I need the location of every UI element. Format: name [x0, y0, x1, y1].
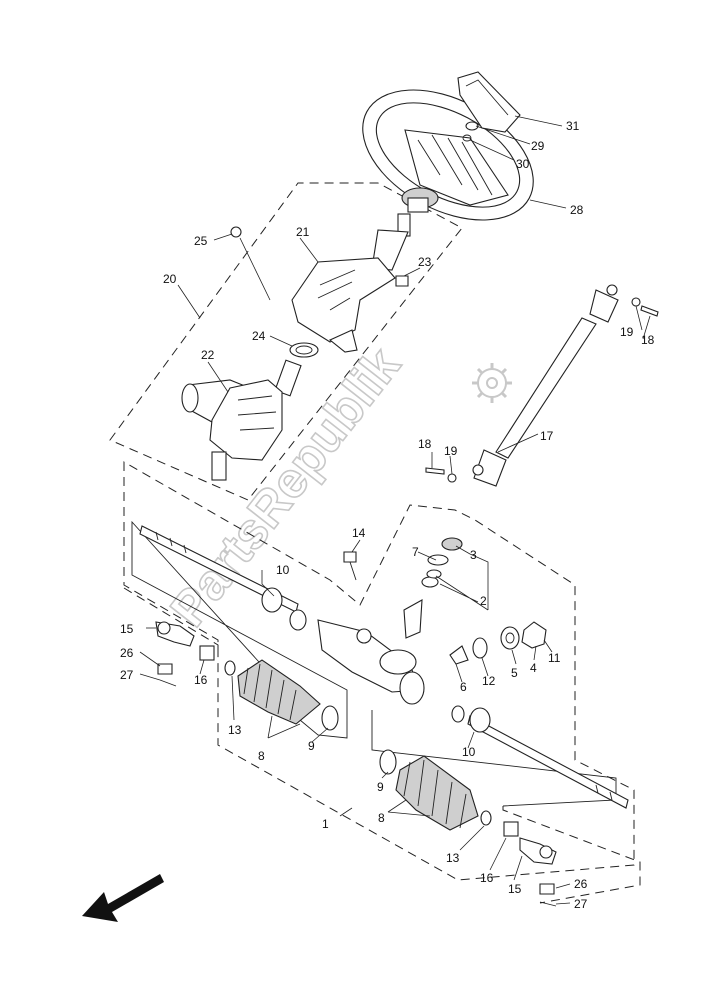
tie-rod-end-right — [519, 837, 557, 865]
callout-24: 24 — [252, 329, 266, 343]
callout-20: 20 — [163, 272, 177, 286]
clamp-13-left — [224, 660, 236, 676]
rack-group-outline — [123, 461, 635, 881]
intermediate-shaft — [472, 284, 619, 487]
bolt-18-upper — [640, 305, 659, 317]
callout-28: 28 — [570, 203, 584, 217]
callout-26-left: 26 — [120, 646, 134, 660]
callout-23: 23 — [418, 255, 432, 269]
callout-2: 2 — [480, 594, 487, 608]
callout-25: 25 — [194, 234, 208, 248]
front-direction-arrow-icon — [82, 874, 164, 922]
bolt-23 — [395, 275, 409, 287]
bolt-14 — [343, 551, 357, 581]
castle-nut-26-left — [157, 663, 173, 675]
tie-rod-end-left — [155, 621, 195, 647]
callout-29: 29 — [531, 139, 545, 153]
left-tie-rod-subgroup — [123, 587, 219, 655]
oil-seal-7 — [427, 554, 449, 566]
horn-pad — [457, 71, 521, 133]
upper-column-bracket — [291, 213, 411, 353]
nut-16-right — [503, 821, 519, 837]
callout-22: 22 — [201, 348, 215, 362]
callout-27-right: 27 — [574, 897, 588, 911]
callout-19-upper: 19 — [620, 325, 634, 339]
cotter-pin-27-right — [539, 901, 557, 907]
callout-3: 3 — [470, 548, 477, 562]
callout-4: 4 — [530, 661, 537, 675]
seal-3 — [441, 537, 463, 551]
callout-7: 7 — [412, 545, 419, 559]
leader-lines — [139, 115, 651, 905]
callout-12: 12 — [482, 674, 496, 688]
band-9-right — [379, 749, 397, 775]
horn-spring — [465, 121, 479, 131]
callout-16-left: 16 — [194, 673, 208, 687]
right-rack-subgroup — [371, 710, 617, 807]
steering-wheel — [362, 89, 534, 221]
gearbox-housing — [317, 619, 425, 705]
spring-12 — [472, 637, 488, 659]
callout-15-right: 15 — [508, 882, 522, 896]
callout-10-right: 10 — [462, 745, 476, 759]
callout-11: 11 — [548, 651, 561, 665]
callout-5: 5 — [511, 666, 518, 680]
band-9-left — [321, 705, 339, 731]
clamp-13-right — [480, 810, 492, 826]
collar-24 — [289, 342, 319, 358]
washer-19-upper — [631, 297, 641, 307]
adjuster-5 — [500, 626, 520, 650]
callout-21: 21 — [296, 225, 310, 239]
callout-labels: 31 29 30 28 25 21 23 20 24 22 19 18 18 1… — [120, 119, 655, 911]
power-steering-unit — [181, 359, 302, 481]
washer-19-lower — [447, 473, 457, 483]
callout-8-right: 8 — [378, 811, 385, 825]
callout-9-right: 9 — [377, 780, 384, 794]
callout-19-lower: 19 — [444, 444, 458, 458]
nut-16-left — [199, 645, 215, 661]
callout-30: 30 — [516, 157, 530, 171]
boot-right — [395, 755, 479, 831]
inner-tie-rod-left — [261, 587, 307, 631]
callout-18-upper: 18 — [641, 333, 655, 347]
right-tie-rod-subgroup — [502, 806, 641, 904]
callout-8-left: 8 — [258, 749, 265, 763]
rack-shaft-right — [467, 715, 629, 809]
boot-left — [237, 659, 321, 725]
horn-ring — [462, 134, 472, 142]
yoke-6 — [449, 645, 469, 665]
callout-15-left: 15 — [120, 622, 134, 636]
castle-nut-26-right — [539, 883, 555, 895]
callout-16-right: 16 — [480, 871, 494, 885]
callout-17: 17 — [540, 429, 554, 443]
pinion-2 — [403, 569, 442, 639]
callout-6: 6 — [460, 680, 467, 694]
callout-9-left: 9 — [308, 739, 315, 753]
locknut-11 — [521, 621, 547, 649]
inner-tie-rod-right — [451, 705, 491, 733]
callout-26-right: 26 — [574, 877, 588, 891]
callout-13-right: 13 — [446, 851, 460, 865]
callout-10-left: 10 — [276, 563, 290, 577]
callout-1: 1 — [322, 817, 329, 831]
bolt-18-lower — [425, 467, 445, 475]
callout-31: 31 — [566, 119, 580, 133]
callout-14: 14 — [352, 526, 366, 540]
cotter-pin-27-left — [159, 679, 177, 687]
callout-13-left: 13 — [228, 723, 242, 737]
gear-icon — [472, 363, 512, 403]
callout-18-lower: 18 — [418, 437, 432, 451]
callout-27-left: 27 — [120, 668, 134, 682]
bolt-25 — [230, 226, 242, 238]
